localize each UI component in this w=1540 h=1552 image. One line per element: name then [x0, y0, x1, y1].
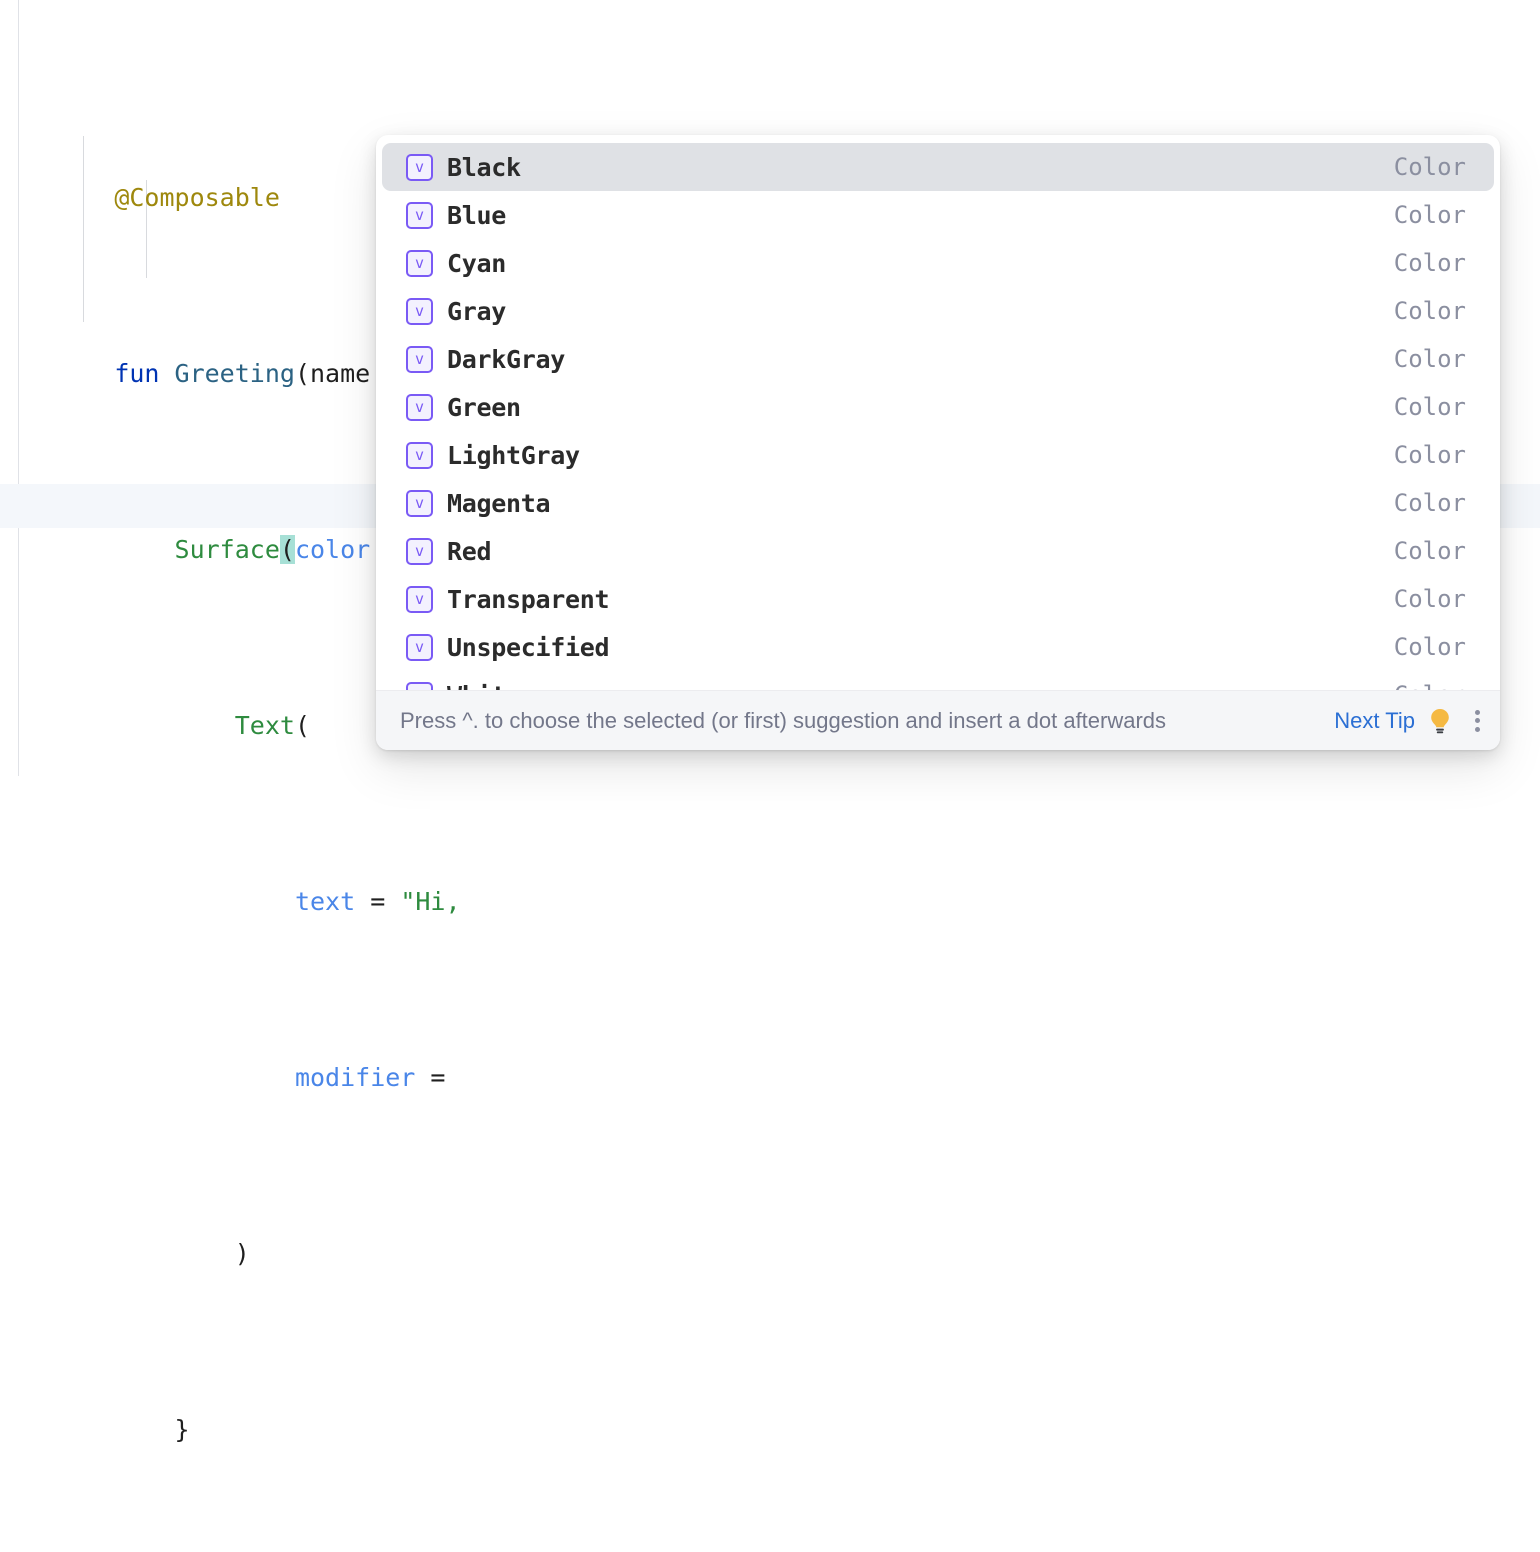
- property-value-icon: v: [406, 537, 433, 565]
- indent-4: [114, 711, 234, 740]
- indent-guide-level-2: [146, 180, 147, 278]
- indent-3: [114, 535, 174, 564]
- property-value-icon: v: [406, 249, 433, 277]
- property-value-icon: v: [406, 585, 433, 613]
- lightbulb-icon[interactable]: [1427, 707, 1453, 735]
- completion-item[interactable]: v LightGray Color: [382, 431, 1494, 479]
- tip-text: Press ^. to choose the selected (or firs…: [400, 707, 1167, 733]
- completion-item[interactable]: v DarkGray Color: [382, 335, 1494, 383]
- indent-6: [114, 1063, 295, 1092]
- space-1: [159, 359, 174, 388]
- completion-item[interactable]: v Magenta Color: [382, 479, 1494, 527]
- code-line-8[interactable]: }: [0, 1364, 1540, 1444]
- matched-open-paren: (: [279, 535, 295, 564]
- completion-item-type: Color: [1393, 393, 1466, 421]
- keyword-fun: fun: [114, 359, 160, 388]
- completion-item[interactable]: v Green Color: [382, 383, 1494, 431]
- string-literal-hi: "Hi,: [400, 887, 461, 916]
- more-dot-3: [1475, 726, 1480, 732]
- indent-7: [114, 1239, 234, 1268]
- completion-item-type: Color: [1393, 441, 1466, 469]
- completion-item-type: Color: [1393, 297, 1466, 325]
- completion-item-type: Color: [1393, 585, 1466, 613]
- completion-item-type: Color: [1393, 201, 1466, 229]
- completion-item-type: Color: [1393, 153, 1466, 181]
- function-name-greeting: Greeting: [174, 359, 295, 388]
- completion-item-label: Gray: [447, 296, 507, 326]
- completion-footer: Press ^. to choose the selected (or firs…: [376, 690, 1500, 750]
- next-tip-link[interactable]: Next Tip: [1334, 707, 1415, 733]
- gutter-divider: [18, 0, 19, 776]
- indent-guide-level-1: [83, 136, 84, 322]
- completion-item[interactable]: v Unspecified Color: [382, 623, 1494, 671]
- named-arg-text: text: [294, 887, 356, 916]
- completion-item-label: Cyan: [447, 248, 507, 278]
- completion-item-type: Color: [1393, 249, 1466, 277]
- completion-item-type: Color: [1393, 489, 1466, 517]
- text-open-paren: (: [294, 711, 311, 740]
- more-dot-2: [1475, 718, 1480, 723]
- completion-item-label: Transparent: [447, 584, 610, 614]
- completion-item-label: Black: [447, 152, 521, 182]
- call-text: Text: [234, 711, 295, 740]
- property-value-icon: v: [406, 297, 433, 325]
- completion-item-type: Color: [1393, 537, 1466, 565]
- completion-item[interactable]: v Cyan Color: [382, 239, 1494, 287]
- completion-item[interactable]: v WhiteColor: [382, 671, 1494, 690]
- completion-item[interactable]: v Black Color: [382, 143, 1494, 191]
- completion-item[interactable]: v Gray Color: [382, 287, 1494, 335]
- completion-item-label: White: [447, 681, 1394, 691]
- completion-item-label: Green: [447, 392, 521, 422]
- completion-item-type: Color: [1393, 633, 1466, 661]
- indent-8: [114, 1415, 174, 1444]
- completion-item-label: Magenta: [447, 488, 551, 518]
- completion-item-label: LightGray: [447, 440, 580, 470]
- completion-item-label: Red: [447, 536, 492, 566]
- code-line-5[interactable]: text = "Hi,: [0, 836, 1540, 916]
- property-value-icon: v: [406, 681, 433, 690]
- closing-brace-inner: }: [174, 1415, 190, 1444]
- assign-operator-3: =: [415, 1063, 461, 1092]
- more-dot-1: [1475, 709, 1480, 715]
- more-options-icon[interactable]: [1475, 709, 1480, 732]
- property-value-icon: v: [406, 633, 433, 661]
- completion-item[interactable]: v Blue Color: [382, 191, 1494, 239]
- property-value-icon: v: [406, 201, 433, 229]
- completion-item[interactable]: v Transparent Color: [382, 575, 1494, 623]
- code-line-1[interactable]: @Composable: [0, 132, 1540, 212]
- completion-item-type: Color: [1393, 345, 1466, 373]
- code-line-9[interactable]: }: [0, 1540, 1540, 1552]
- code-line-4[interactable]: Text(: [0, 660, 1540, 740]
- text-close-paren: ): [234, 1239, 250, 1268]
- completion-item-label: DarkGray: [447, 344, 566, 374]
- property-value-icon: v: [406, 153, 433, 181]
- property-value-icon: v: [406, 393, 433, 421]
- completion-item-type: Color: [1394, 681, 1466, 690]
- named-arg-modifier: modifier: [294, 1063, 416, 1092]
- property-value-icon: v: [406, 345, 433, 373]
- property-value-icon: v: [406, 489, 433, 517]
- code-line-6[interactable]: modifier =: [0, 1012, 1540, 1092]
- indent-5: [114, 887, 295, 916]
- named-arg-color: color: [294, 535, 371, 564]
- completion-item-label: Blue: [447, 200, 507, 230]
- annotation-composable: @Composable: [114, 183, 280, 212]
- call-surface: Surface: [174, 535, 280, 564]
- code-line-7[interactable]: ): [0, 1188, 1540, 1268]
- assign-operator-2: =: [355, 887, 401, 916]
- property-value-icon: v: [406, 441, 433, 469]
- completion-item-label: Unspecified: [447, 632, 610, 662]
- completion-item[interactable]: v Red Color: [382, 527, 1494, 575]
